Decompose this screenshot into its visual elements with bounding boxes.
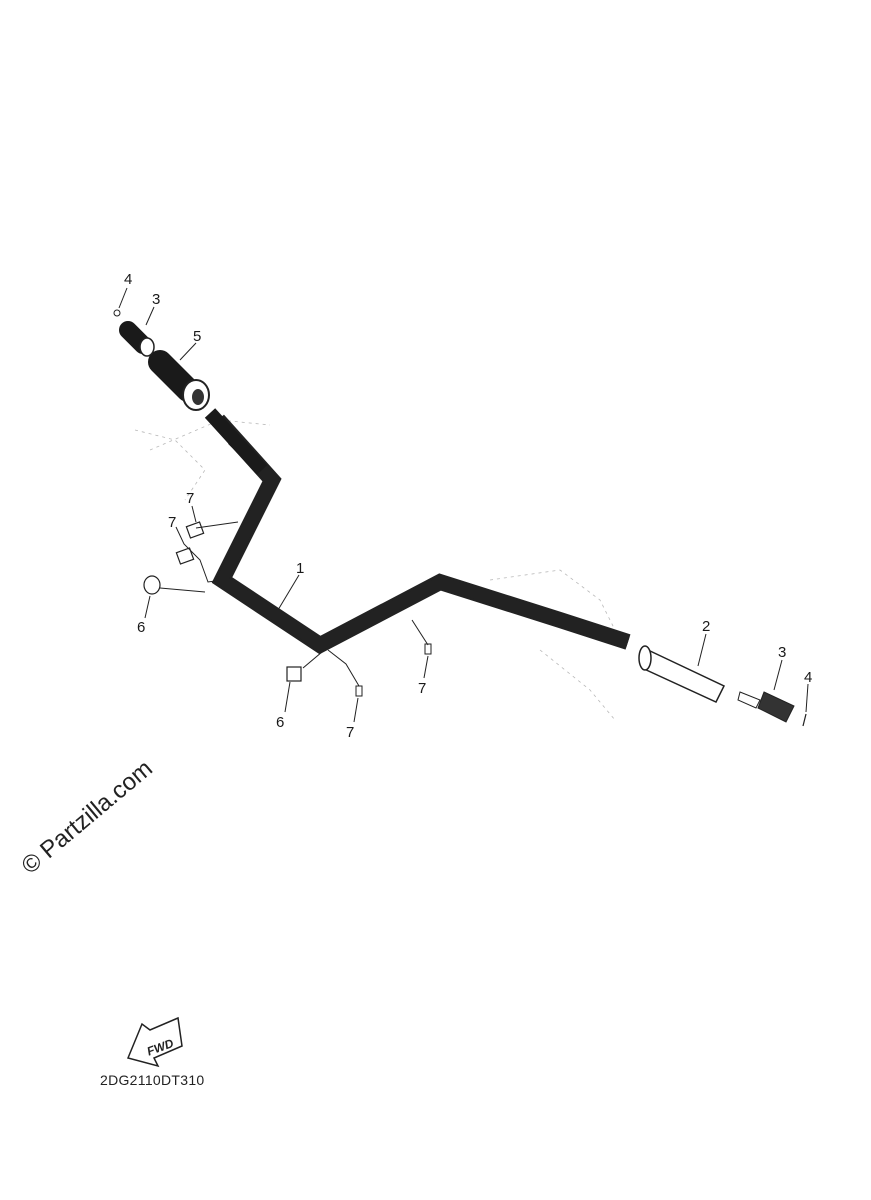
callout-6-left: 6 (137, 619, 145, 636)
watermark-text: © Partzilla.com (20, 755, 158, 880)
callout-3-right: 3 (778, 644, 786, 661)
callout-2: 2 (702, 618, 710, 635)
ghost-outline (134, 419, 621, 721)
fwd-arrow: FWD (126, 1016, 183, 1068)
callout-4-right: 4 (804, 669, 812, 686)
callout-7-upper: 7 (186, 490, 194, 507)
handlebar-tube (204, 408, 631, 655)
callout-1: 1 (296, 560, 304, 577)
leader-lines (118, 287, 809, 723)
callout-7-bottom: 7 (346, 724, 354, 741)
diagram-code: 2DG2110DT310 (100, 1072, 205, 1088)
callout-6-bottom: 6 (276, 714, 284, 731)
callout-3-left: 3 (152, 291, 160, 308)
left-screw (113, 309, 121, 317)
callout-7-right: 7 (418, 680, 426, 697)
left-grip (148, 350, 210, 411)
callout-5: 5 (193, 328, 201, 345)
right-screw (802, 713, 807, 727)
right-grip (638, 645, 726, 703)
partzilla-watermark: © Partzilla.com (20, 755, 158, 880)
right-end-weight (737, 691, 795, 723)
callout-labels: 4 3 5 7 7 6 1 6 7 7 2 3 4 (124, 271, 812, 741)
left-end-weight (119, 321, 155, 357)
callout-7-mid: 7 (168, 514, 176, 531)
callout-4-left: 4 (124, 271, 132, 288)
